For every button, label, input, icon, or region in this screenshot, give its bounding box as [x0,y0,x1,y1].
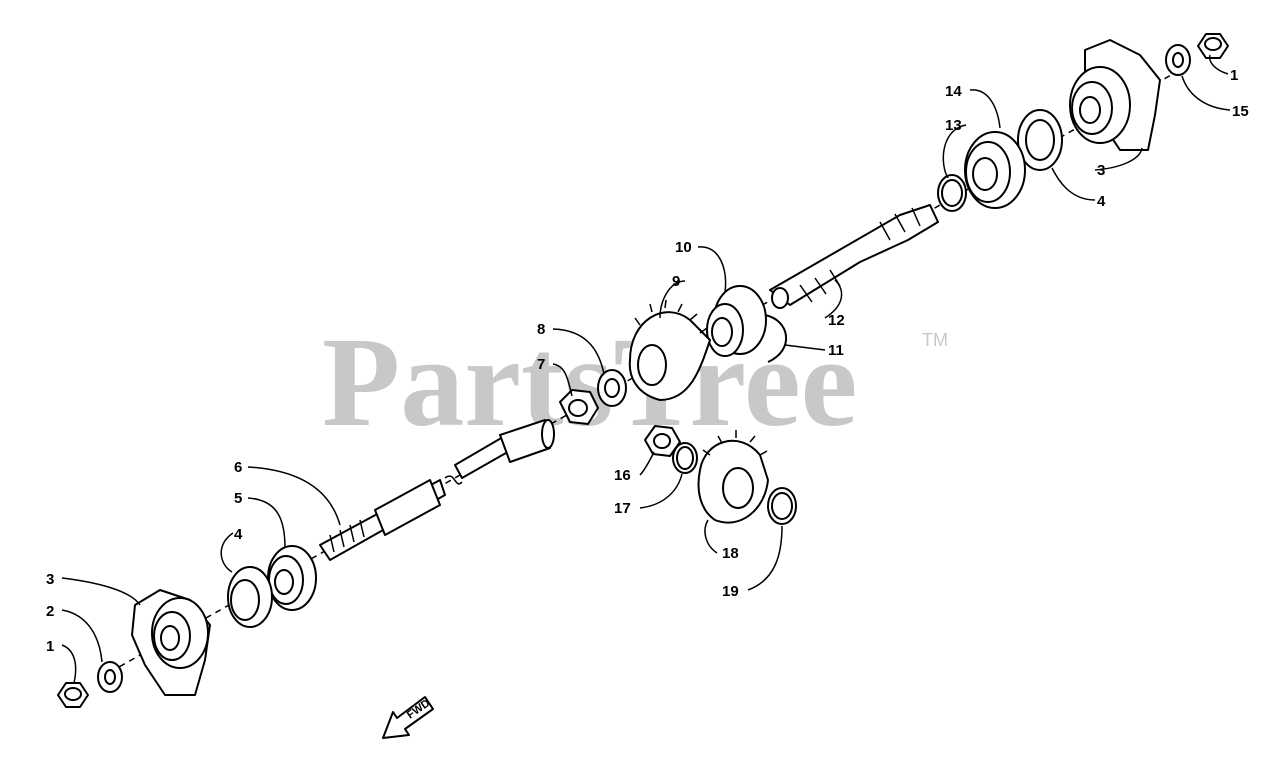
callout-7: 7 [537,356,545,373]
part-4-right-seal[interactable] [1017,109,1063,171]
part-3-right-flange[interactable] [1069,39,1161,151]
callout-2: 2 [46,603,54,620]
callout-4-left: 4 [234,526,243,543]
part-17-washer[interactable] [672,442,698,474]
callout-6: 6 [234,459,242,476]
part-1-right-nut[interactable] [1197,33,1229,59]
callout-11: 11 [828,342,844,359]
callout-19: 19 [722,583,739,600]
part-11-retaining-ring[interactable] [764,314,787,363]
callout-14: 14 [945,83,962,100]
part-19-washer[interactable] [767,487,797,525]
fwd-direction-arrow: FWD [382,696,434,739]
part-10-bearing[interactable] [706,285,767,357]
part-18-bevel-gear[interactable] [697,430,769,524]
callout-17: 17 [614,500,631,517]
callout-15: 15 [1232,103,1249,120]
callout-4-right: 4 [1097,193,1106,210]
part-15-washer[interactable] [1165,44,1191,76]
part-8-washer[interactable] [597,369,627,407]
callout-18: 18 [722,545,739,562]
callout-5: 5 [234,490,242,507]
callout-1-right: 1 [1230,67,1238,84]
part-4-left-seal[interactable] [227,566,273,628]
callout-9: 9 [672,273,680,290]
part-5-bearing[interactable] [267,545,317,611]
callout-3-left: 3 [46,571,54,588]
callout-8: 8 [537,321,545,338]
callout-12: 12 [828,312,845,329]
callout-3-right: 3 [1097,162,1105,179]
part-9-bevel-gear[interactable] [628,299,711,401]
part-7-nut[interactable] [559,389,599,425]
part-12-output-shaft[interactable] [769,204,939,309]
callout-16: 16 [614,467,631,484]
part-6-input-shaft[interactable] [319,419,555,561]
part-13-snap-ring[interactable] [937,174,967,212]
callout-13: 13 [945,117,962,134]
part-14-bearing[interactable] [964,131,1026,209]
callout-10: 10 [675,239,692,256]
part-3-left-flange[interactable] [131,589,211,696]
callout-1-left: 1 [46,638,54,655]
part-1-left-nut[interactable] [57,682,89,708]
watermark-trademark: TM [922,330,948,350]
part-2-washer[interactable] [97,661,123,693]
